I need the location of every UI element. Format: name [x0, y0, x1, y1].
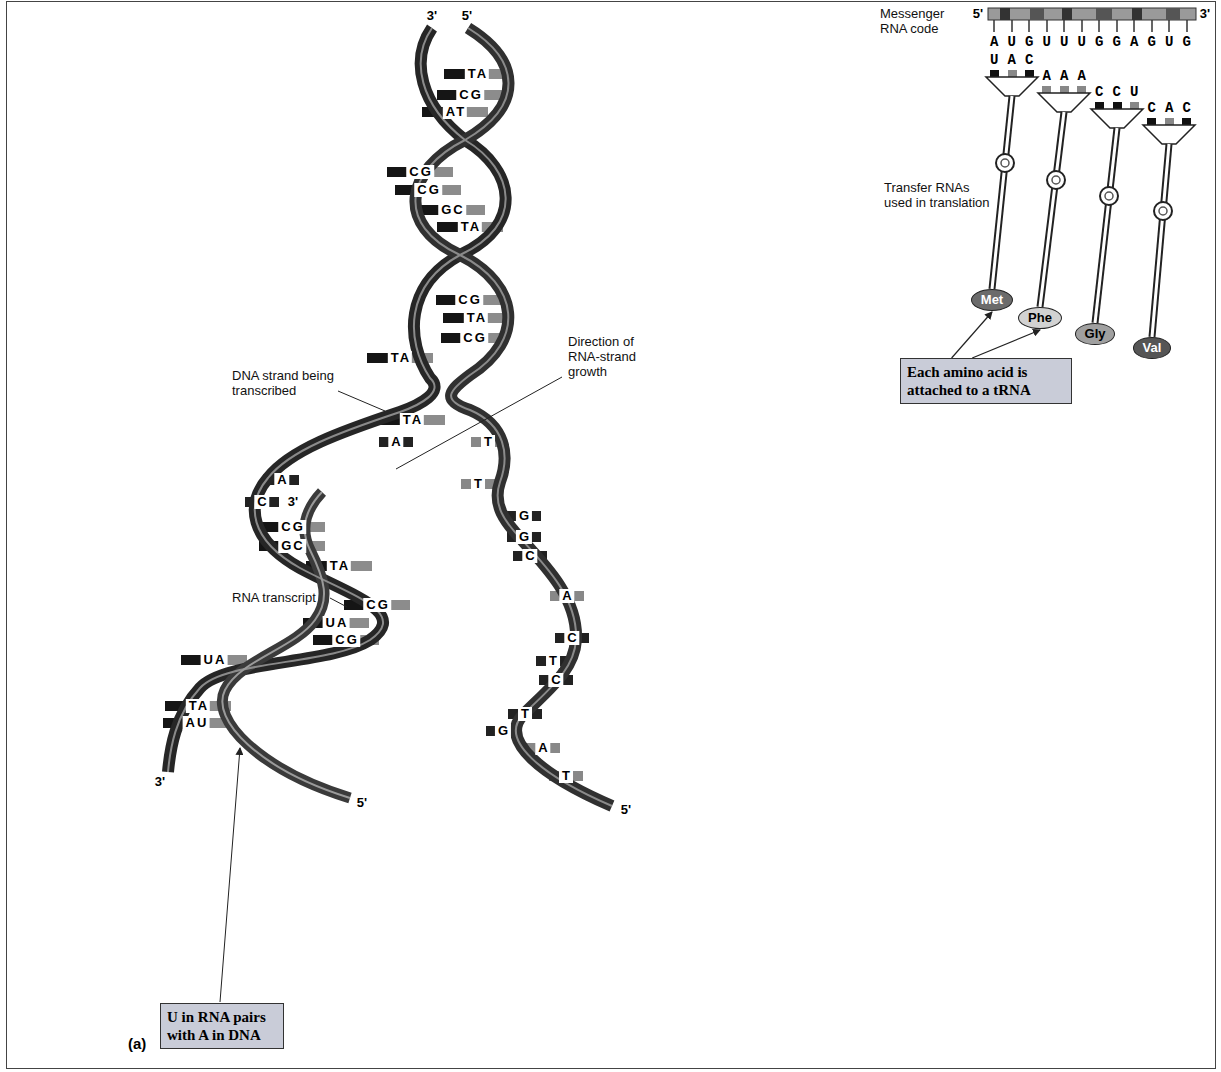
mrna-band: [1000, 8, 1010, 20]
mrna-band: [1132, 8, 1142, 20]
codon-text: CCU: [1095, 84, 1148, 100]
base-letter: AT: [443, 105, 467, 119]
end-label: 5': [621, 803, 631, 817]
base-letter: CG: [278, 520, 306, 534]
base-letter: G: [516, 530, 532, 544]
base-letter: GC: [438, 203, 466, 217]
figure-tag: (a): [128, 1035, 146, 1052]
connector-arrow: [952, 312, 992, 358]
amino-acid-oval: Phe: [1018, 307, 1062, 329]
leader-arrow: [220, 748, 240, 1002]
callout-box: Each amino acid is attached to a tRNA: [900, 358, 1072, 404]
base-letter: GC: [278, 539, 306, 553]
rna-strand: [222, 492, 350, 798]
base-letter: AU: [183, 716, 210, 730]
base-letter: G: [516, 509, 532, 523]
base-letter: C: [564, 631, 579, 645]
base-letter: UA: [323, 616, 350, 630]
callout-box: U in RNA pairs with A in DNA: [160, 1003, 284, 1049]
base-letter: UA: [201, 653, 228, 667]
base-letter: CG: [332, 633, 360, 647]
caption: Transfer RNAs used in translation: [884, 180, 994, 210]
caption: Messenger RNA code: [880, 6, 960, 36]
amino-acid-oval: Val: [1133, 337, 1172, 359]
strand-highlight: [415, 28, 612, 806]
mrna-ticks: [994, 20, 1187, 32]
base-letter: T: [518, 707, 532, 721]
base-letter: CG: [455, 293, 483, 307]
node-text: Each amino acid is attached to a tRNA: [907, 363, 1065, 399]
frame: [7, 2, 1216, 1069]
base-letter: T: [481, 435, 495, 449]
base-letter: CG: [406, 165, 434, 179]
end-label: 5': [462, 9, 472, 23]
base-letter: A: [388, 435, 403, 449]
amino-acid-oval: Gly: [1075, 323, 1116, 345]
base-letter: C: [254, 495, 269, 509]
base-letter: TA: [464, 311, 488, 325]
base-letter: CG: [456, 88, 484, 102]
leader-line: [330, 598, 347, 607]
caption: Direction of RNA-strand growth: [568, 334, 660, 379]
mrna-band: [1062, 8, 1072, 20]
strand-highlight: [222, 492, 350, 798]
leader-line: [396, 377, 562, 469]
base-letter: G: [495, 724, 511, 738]
caption: RNA transcript: [232, 590, 342, 605]
node-text: U in RNA pairs with A in DNA: [167, 1008, 277, 1044]
end-label: 5': [973, 7, 983, 21]
end-label: 3': [288, 495, 298, 509]
end-label: 3': [427, 9, 437, 23]
codon-text: CAC: [1148, 100, 1201, 116]
base-letter: TA: [458, 220, 482, 234]
codon-text: AAA: [1043, 68, 1096, 84]
base-letter: CG: [460, 331, 488, 345]
codon-text: UAC: [990, 52, 1043, 68]
trna: [1038, 86, 1090, 307]
base-letter: CG: [414, 183, 442, 197]
node-text: Met: [981, 292, 1003, 308]
node-text: Phe: [1028, 310, 1052, 326]
base-letter: A: [535, 741, 550, 755]
mrna: [988, 8, 1196, 32]
node-text: Val: [1143, 340, 1162, 356]
backbones: [168, 28, 612, 806]
trna: [986, 70, 1038, 289]
end-label: 5': [357, 796, 367, 810]
strand-highlight: [168, 28, 506, 772]
mrna-strand: [988, 8, 1196, 20]
mrna-band: [1030, 8, 1044, 20]
base-letter: TA: [186, 699, 210, 713]
base-letter: T: [546, 654, 560, 668]
amino-acid-oval: Met: [971, 289, 1013, 311]
dna-coding-strand: [415, 28, 612, 806]
leader-line: [338, 391, 385, 411]
trna: [1091, 102, 1143, 323]
base-letter: C: [548, 673, 563, 687]
caption: DNA strand being transcribed: [232, 368, 350, 398]
base-letter: TA: [400, 413, 424, 427]
mrna-band: [1166, 8, 1180, 20]
base-letter: TA: [465, 67, 489, 81]
base-letter: T: [471, 477, 485, 491]
leader-lines: [220, 377, 562, 1002]
base-letter: CG: [363, 598, 391, 612]
node-text: Gly: [1085, 326, 1106, 342]
base-letter: T: [559, 769, 573, 783]
trna: [1143, 118, 1195, 337]
base-letter: A: [559, 589, 574, 603]
mrna-band: [1096, 8, 1112, 20]
base-letter: TA: [327, 559, 351, 573]
base-letter: C: [522, 549, 537, 563]
codon-text: AUGUUUGGAGUG: [990, 34, 1200, 50]
connector-arrow: [972, 330, 1040, 358]
end-label: 3': [1200, 7, 1210, 21]
base-letter: A: [274, 473, 289, 487]
end-label: 3': [155, 775, 165, 789]
base-letter: TA: [388, 351, 412, 365]
